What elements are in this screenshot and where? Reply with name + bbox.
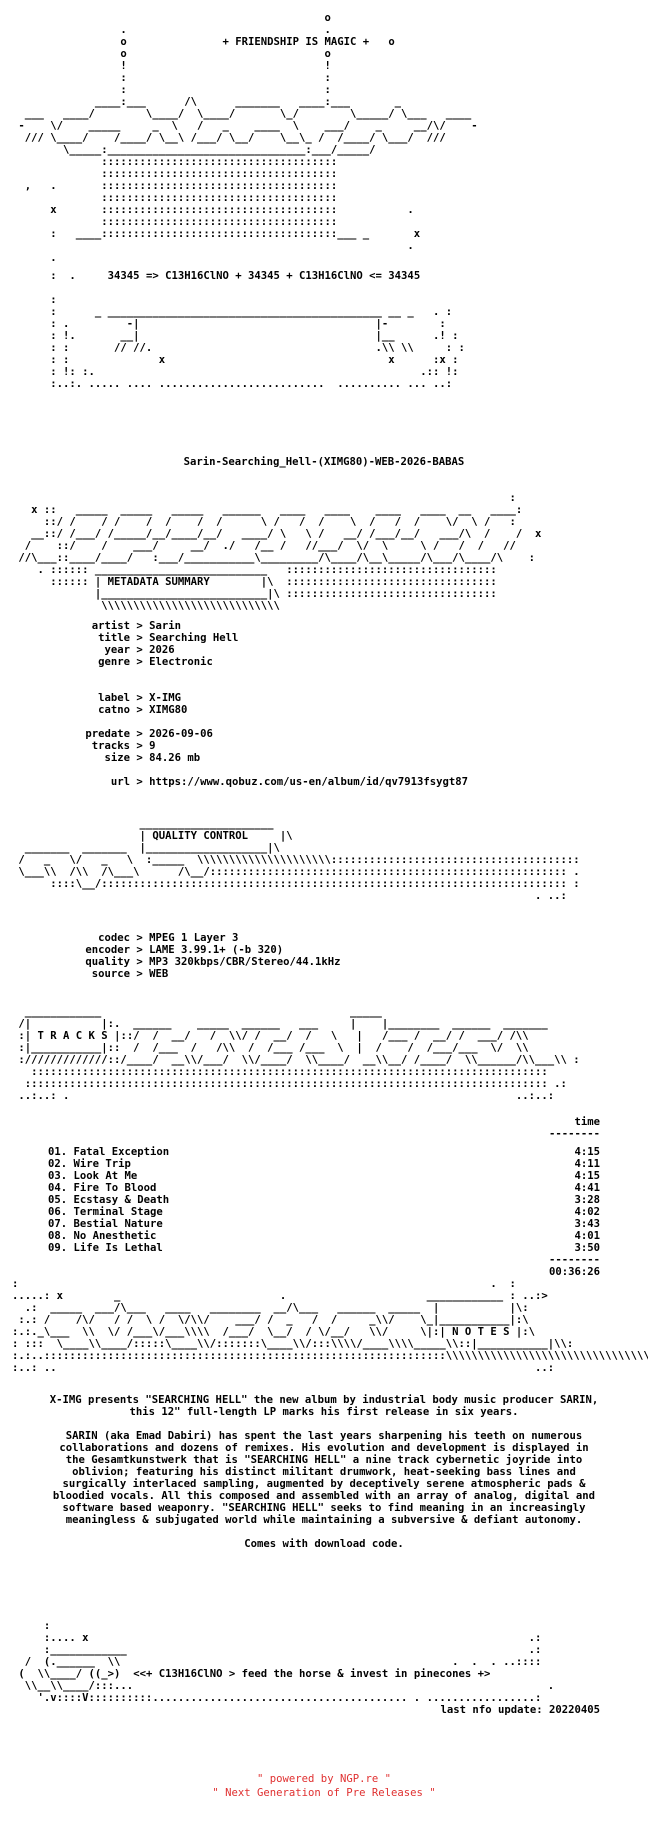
notes-paragraph: Comes with download code. bbox=[244, 1538, 404, 1550]
quality-block: codec > MPEG 1 Layer 3 encoder > LAME 3.… bbox=[60, 932, 340, 980]
header-ascii-art-lower: : : _ __________________________________… bbox=[50, 294, 465, 390]
release-name: Sarin-Searching_Hell-(XIMG80)-WEB-2026-B… bbox=[183, 456, 465, 468]
metadata-block: artist > Sarin title > Searching Hell ye… bbox=[60, 620, 239, 668]
meta-row-label: label > X-IMG bbox=[98, 692, 182, 704]
tracks-time-header: time bbox=[574, 1116, 600, 1128]
meta-row-title: title > Searching Hell bbox=[98, 632, 239, 644]
last-update: last nfo update: 20220405 bbox=[440, 1704, 600, 1716]
tracks-total: 00:36:26 bbox=[548, 1266, 600, 1278]
notes-paragraph: SARIN (aka Emad Dabiri) has spent the la… bbox=[52, 1430, 596, 1526]
meta-row-genre: genre > Electronic bbox=[98, 656, 213, 668]
outro-tagline: <<+ C13H16ClNO > feed the horse & invest… bbox=[133, 1668, 491, 1680]
notes-block: X-IMG presents "SEARCHING HELL" the new … bbox=[48, 1394, 600, 1562]
meta-row-predate: predate > 2026-09-06 bbox=[85, 728, 213, 740]
quality-row-quality: quality > MP3 320kbps/CBR/Stereo/44.1kHz bbox=[85, 956, 341, 968]
meta-row-url: url > https://www.qobuz.com/us-en/album/… bbox=[110, 776, 469, 788]
tracks-time-rule: -------- bbox=[548, 1128, 600, 1140]
quality-row-codec: codec > MPEG 1 Layer 3 bbox=[98, 932, 239, 944]
metadata-section-title: METADATA SUMMARY bbox=[107, 576, 210, 588]
meta-row-artist: artist > Sarin bbox=[91, 620, 182, 632]
quality-row-source: source > WEB bbox=[91, 968, 169, 980]
metadata-url-block: url > https://www.qobuz.com/us-en/album/… bbox=[60, 776, 468, 788]
metadata-block-2: label > X-IMG catno > XIMG80 bbox=[60, 692, 187, 716]
footer-line-2: " Next Generation of Pre Releases " bbox=[212, 1787, 436, 1799]
tracks-section-title: T R A C K S bbox=[37, 1030, 108, 1042]
footer-line-1[interactable]: " powered by NGP.re " bbox=[257, 1773, 391, 1785]
meta-row-year: year > 2026 bbox=[104, 644, 175, 656]
tracks-total-rule: -------- bbox=[548, 1254, 600, 1266]
notes-paragraph: X-IMG presents "SEARCHING HELL" the new … bbox=[49, 1394, 599, 1418]
meta-row-catno: catno > XIMG80 bbox=[98, 704, 188, 716]
metadata-block-3: predate > 2026-09-06 tracks > 9 size > 8… bbox=[60, 728, 213, 764]
outro-art: : :.... x .: :____________ .: / (.______… bbox=[18, 1620, 555, 1704]
quality-section-title: QUALITY CONTROL bbox=[152, 830, 248, 842]
tagline: + FRIENDSHIP IS MAGIC + bbox=[222, 36, 370, 48]
quality-row-encoder: encoder > LAME 3.99.1+ (-b 320) bbox=[85, 944, 284, 956]
meta-row-tracks: tracks > 9 bbox=[91, 740, 156, 752]
notes-section-title: N O T E S bbox=[452, 1326, 510, 1338]
header-ascii-art: o . . o + FRIENDSHIP IS MAGIC + o o o ! bbox=[18, 12, 478, 264]
notes-header-art: : . : .....: x _ . ____________ : ..:> .… bbox=[12, 1278, 648, 1374]
formula: 34345 => C13H16ClNO + 34345 + C13H16ClNO… bbox=[107, 270, 421, 282]
quality-header-art: _____________________ | QUALITY CONTROL … bbox=[18, 818, 580, 902]
meta-row-size: size > 84.26 mb bbox=[104, 752, 201, 764]
release-url[interactable]: https://www.qobuz.com/us-en/album/id/qv7… bbox=[149, 776, 469, 788]
tracks-header-art: ____________ _____ /| |:. ______ _____ _… bbox=[18, 1006, 580, 1102]
formula-line: : . 34345 => C13H16ClNO + 34345 + C13H16… bbox=[12, 270, 421, 282]
metadata-header-art: : x :: _____ _____ _____ ______ ____ ___… bbox=[18, 492, 542, 612]
